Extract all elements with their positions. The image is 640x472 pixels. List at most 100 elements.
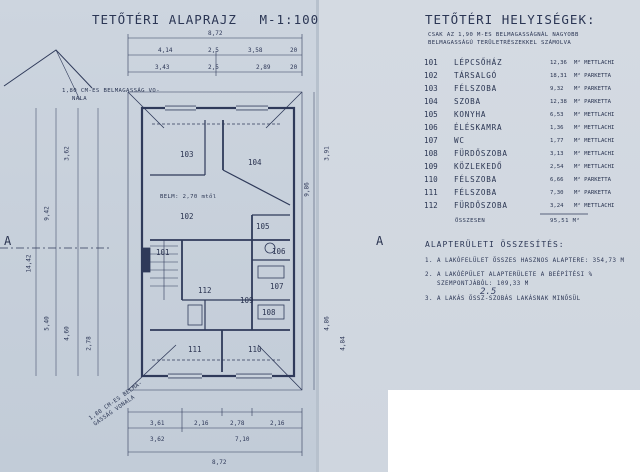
room-row: 109 KÖZLEKEDŐ 2,54 M² METTLACHI: [424, 162, 630, 173]
dim-bottom-total: 8,72: [212, 459, 227, 466]
room-row: 107 WC 1,77 M² METTLACHI: [424, 136, 630, 147]
room-row: 110 FÉLSZOBA 6,66 M² PARKETTA: [424, 175, 630, 186]
room-label-109: 109: [240, 296, 254, 305]
room-row: 102 TÁRSALGÓ 18,31 M² PARKETTA: [424, 71, 630, 82]
total-label: ÖSSZESEN: [455, 218, 486, 224]
dim-top-a: 4,14: [158, 47, 173, 54]
room-row: 101 LÉPCSŐHÁZ 12,36 M² METTLACHI: [424, 58, 630, 69]
room-name: FÜRDŐSZOBA: [454, 201, 508, 210]
room-number: 101: [424, 58, 438, 67]
room-name: FÉLSZOBA: [454, 84, 497, 93]
room-number: 104: [424, 97, 438, 106]
room-area: 3,13: [550, 151, 564, 157]
room-area: 7,30: [550, 190, 564, 196]
dim-left-c: 14,42: [25, 254, 33, 273]
dim-top-f: 2,5: [208, 64, 219, 71]
room-number: 106: [424, 123, 438, 132]
room-area: 12,38: [550, 99, 567, 105]
room-floor: M² METTLACHI: [574, 164, 615, 170]
room-label-107: 107: [270, 282, 284, 291]
rooms-subtitle-1: CSAK AZ 1,90 M-ES BELMAGASSÁGNÁL NAGYOBB: [428, 32, 579, 38]
room-label-111: 111: [188, 345, 202, 354]
area-summary-title: ALAPTERÜLETI ÖSSZESÍTÉS:: [425, 240, 565, 249]
dim-top-total: 8,72: [208, 30, 223, 37]
room-floor: M² PARKETTA: [574, 177, 612, 183]
dim-top-d: 20: [290, 47, 298, 54]
dim-left-b: 9,42: [43, 206, 51, 221]
room-name: KONYHA: [454, 110, 487, 119]
room-name: FÜRDŐSZOBA: [454, 149, 508, 158]
room-label-105: 105: [256, 222, 270, 231]
room-floor: M² METTLACHI: [574, 138, 615, 144]
section-mark-right: A: [376, 234, 384, 248]
dim-top-e: 3,43: [155, 64, 170, 71]
room-name: FÉLSZOBA: [454, 175, 497, 184]
room-row: 106 ÉLÉSKAMRA 1,36 M² METTLACHI: [424, 123, 630, 134]
room-floor: M² METTLACHI: [574, 125, 615, 131]
room-label-110: 110: [248, 345, 262, 354]
room-row: 104 SZOBA 12,38 M² PARKETTA: [424, 97, 630, 108]
room-area: 6,53: [550, 112, 564, 118]
note-180-top-2: NALA: [72, 96, 88, 102]
room-name: SZOBA: [454, 97, 481, 106]
room-area: 12,36: [550, 60, 567, 66]
dim-left-a: 3,62: [63, 146, 71, 161]
room-row: 111 FÉLSZOBA 7,30 M² PARKETTA: [424, 188, 630, 199]
room-area: 1,77: [550, 138, 564, 144]
floor-plan-drawing: [0, 34, 315, 456]
total-value: 95,51 M²: [550, 218, 581, 224]
room-floor: M² PARKETTA: [574, 73, 612, 79]
room-number: 105: [424, 110, 438, 119]
room-floor: M² PARKETTA: [574, 86, 612, 92]
room-label-112: 112: [198, 286, 212, 295]
room-number: 110: [424, 175, 438, 184]
room-row: 105 KONYHA 6,53 M² METTLACHI: [424, 110, 630, 121]
dim-top-g: 2,89: [256, 64, 271, 71]
dim-left-d: 5,40: [43, 316, 51, 331]
room-label-106: 106: [272, 247, 286, 256]
room-row: 112 FÜRDŐSZOBA 3,24 M² METTLACHI: [424, 201, 630, 212]
room-floor: M² METTLACHI: [574, 112, 615, 118]
room-area: 18,31: [550, 73, 567, 79]
rooms-title: TETŐTÉRI HELYISÉGEK:: [425, 12, 596, 27]
dim-right-d: 4,86: [323, 316, 331, 331]
dim-top-c: 3,58: [248, 47, 263, 54]
room-name: WC: [454, 136, 465, 145]
room-name: ÉLÉSKAMRA: [454, 123, 503, 132]
room-name: FÉLSZOBA: [454, 188, 497, 197]
room-number: 102: [424, 71, 438, 80]
section-mark-left: A: [4, 234, 12, 248]
area-item-1: 1. A LAKÓFELÜLET ÖSSZES HASZNOS ALAPTERE…: [425, 258, 625, 264]
room-name: KÖZLEKEDŐ: [454, 162, 503, 171]
room-row: 103 FÉLSZOBA 9,32 M² PARKETTA: [424, 84, 630, 95]
room-number: 107: [424, 136, 438, 145]
room-area: 9,32: [550, 86, 564, 92]
note-180-top: 1,80 CM-ES BELMAGASSÁG VO-: [62, 88, 160, 94]
room-floor: M² PARKETTA: [574, 99, 612, 105]
area-item-3: 3. A LAKÁS ÖSSZ-SZOBÁS LAKÁSNAK MINŐSÜL: [425, 296, 581, 302]
plan-scale: M-1:100: [259, 12, 320, 27]
rooms-subtitle-2: BELMAGASSÁGÚ TERÜLETRÉSZEKKEL SZÁMOLVA: [428, 40, 572, 46]
room-area: 3,24: [550, 203, 564, 209]
dim-top-b: 2,5: [208, 47, 219, 54]
room-number: 111: [424, 188, 438, 197]
dim-bottom-d: 2,16: [270, 420, 285, 427]
dim-bottom-a: 3,61: [150, 420, 165, 427]
room-row: 108 FÜRDŐSZOBA 3,13 M² METTLACHI: [424, 149, 630, 160]
room-area: 2,54: [550, 164, 564, 170]
room-number: 108: [424, 149, 438, 158]
room-label-101: 101: [156, 248, 170, 257]
area-item-2b: SZEMPONTJÁBÓL: 109,33 M: [437, 281, 529, 287]
left-page: [0, 0, 318, 472]
room-number: 112: [424, 201, 438, 210]
belm-label: BELM: 2,70 mtől: [160, 194, 217, 200]
room-label-104: 104: [248, 158, 262, 167]
room-floor: M² METTLACHI: [574, 60, 615, 66]
dim-bottom-c: 2,78: [230, 420, 245, 427]
room-label-103: 103: [180, 150, 194, 159]
room-label-108: 108: [262, 308, 276, 317]
room-area: 6,66: [550, 177, 564, 183]
plan-title-text: TETŐTÉRI ALAPRAJZ: [92, 12, 237, 27]
dim-bottom-e: 3,62: [150, 436, 165, 443]
room-name: TÁRSALGÓ: [454, 71, 497, 80]
